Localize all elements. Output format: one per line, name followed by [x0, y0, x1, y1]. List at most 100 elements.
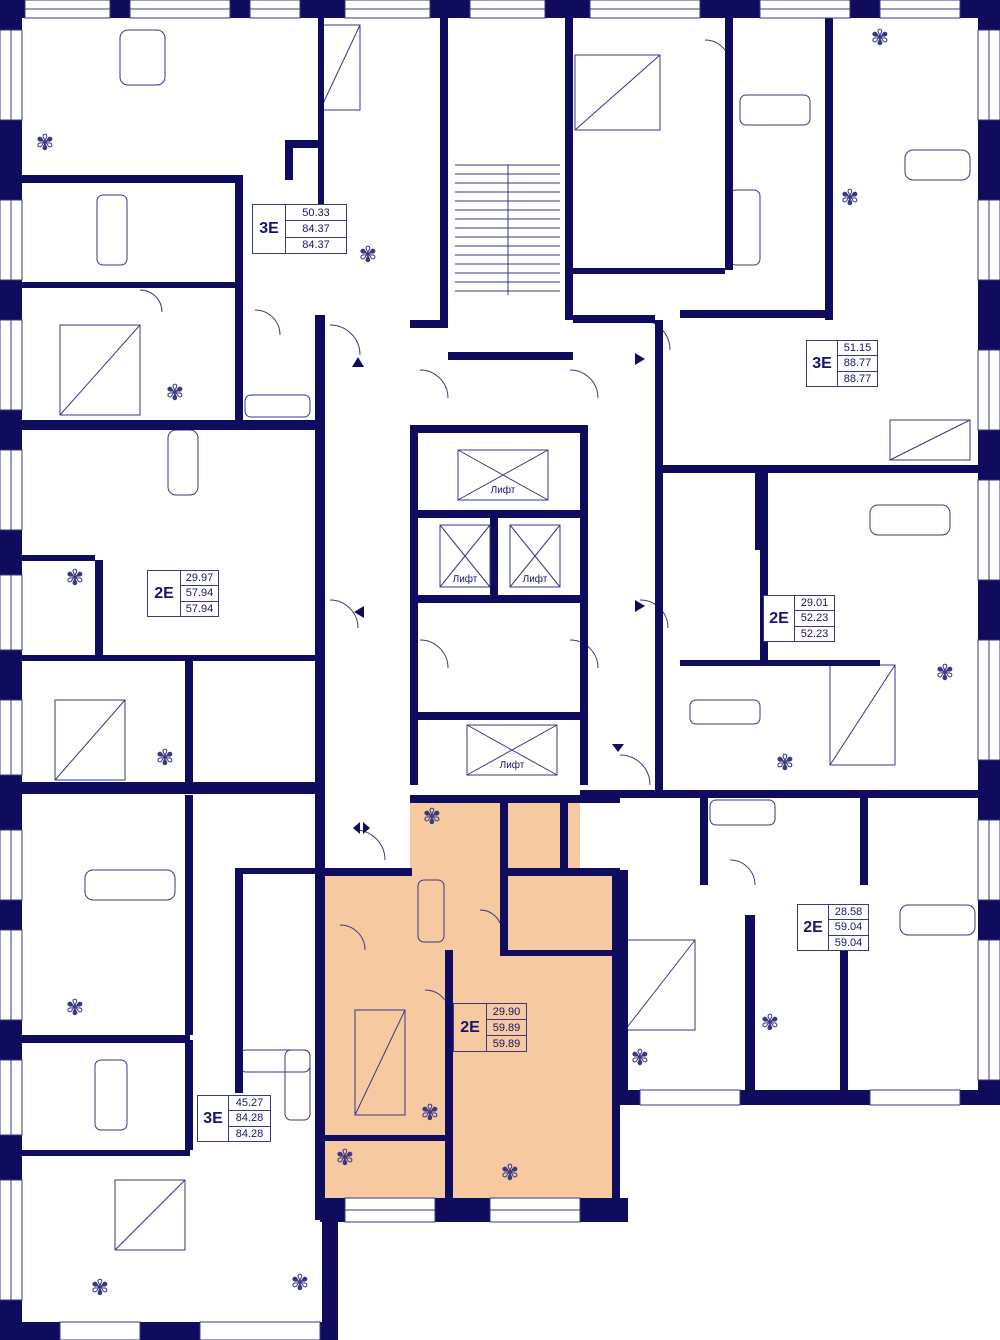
bed-frame — [889, 419, 971, 461]
wall — [860, 795, 868, 885]
wall — [285, 140, 293, 180]
living-area: 45.27 — [229, 1096, 270, 1112]
elevator-cab — [509, 524, 561, 588]
elevator-shaft — [466, 724, 558, 776]
total-area: 57.94 — [181, 586, 218, 602]
window — [129, 0, 231, 19]
bed-icon — [319, 24, 361, 111]
plant-icon: ✾ — [423, 805, 441, 830]
wall — [448, 352, 573, 360]
window — [0, 699, 23, 776]
wall — [0, 655, 320, 661]
dining-table-icon — [899, 904, 976, 936]
window — [344, 0, 431, 19]
plant-icon: ✾ — [936, 661, 954, 686]
wall — [0, 1035, 190, 1043]
dining-table-icon — [84, 869, 176, 901]
wall — [725, 0, 733, 270]
wall — [410, 510, 588, 518]
elevator-shaft — [439, 524, 491, 588]
wall — [410, 425, 588, 433]
wall — [95, 560, 103, 660]
door-swing — [729, 859, 756, 886]
bathtub-icon — [96, 194, 128, 266]
wall — [410, 320, 448, 328]
plant-icon: ✾ — [421, 1101, 439, 1126]
plant-icon: ✾ — [501, 1161, 519, 1186]
door-swing — [329, 324, 361, 356]
wall — [410, 425, 418, 785]
elevator-label: Лифт — [522, 574, 548, 585]
door-swing — [139, 289, 163, 313]
bed-blanket — [829, 664, 896, 766]
window — [759, 0, 851, 19]
bed-icon — [114, 1179, 186, 1251]
wall — [500, 795, 508, 955]
window-frame — [869, 1089, 961, 1106]
door-swing — [419, 369, 449, 399]
wall — [410, 595, 588, 603]
elevator-cab — [457, 449, 549, 501]
wall — [235, 868, 243, 1093]
wall — [185, 1040, 193, 1150]
total-area: 52.23 — [795, 611, 834, 627]
wall — [410, 795, 620, 803]
bed-blanket — [59, 324, 141, 416]
total-area-2: 57.94 — [185, 602, 214, 615]
bathtub-icon — [689, 699, 761, 725]
bed-frame — [354, 1009, 406, 1116]
dining-table-icon — [869, 504, 951, 536]
total-area: 88.77 — [838, 356, 877, 372]
living-area: 29.90 — [487, 1004, 526, 1020]
bed-icon — [354, 1009, 406, 1116]
window — [869, 1089, 961, 1106]
plant-icon: ✾ — [36, 131, 54, 156]
apartment-type: 2E — [454, 1004, 487, 1051]
plant-icon: ✾ — [166, 381, 184, 406]
window — [589, 0, 701, 19]
window — [489, 1197, 581, 1223]
wall — [612, 868, 620, 1208]
bathtub-icon — [244, 394, 311, 418]
window — [0, 929, 23, 1021]
total-area: 59.89 — [487, 1020, 526, 1036]
living-area: 29.01 — [795, 596, 834, 612]
window — [0, 319, 23, 411]
plant-icon: ✾ — [761, 1011, 779, 1036]
wall — [745, 915, 755, 1105]
wall — [315, 315, 325, 1220]
elevator-cross — [457, 449, 549, 501]
door-swing — [419, 639, 449, 669]
door-swing — [639, 599, 669, 629]
window-frame — [199, 1321, 321, 1340]
plant-icon: ✾ — [841, 186, 859, 211]
bed-blanket — [114, 1179, 186, 1251]
window-frame — [59, 1321, 141, 1340]
window — [0, 1179, 23, 1301]
window — [0, 829, 23, 901]
entrance-arrow-icon — [635, 600, 645, 612]
plant-icon: ✾ — [66, 566, 84, 591]
door-swing — [569, 369, 599, 399]
selected-apartment-fill[interactable] — [325, 800, 615, 1198]
window — [0, 1059, 23, 1136]
wall — [0, 555, 95, 561]
window — [977, 199, 1000, 281]
wall — [322, 1135, 447, 1141]
door-swing — [619, 754, 651, 786]
total-area: 84.28 — [229, 1111, 270, 1127]
bathtub-icon — [739, 94, 811, 126]
elevator-shaft — [457, 449, 549, 501]
plant-icon: ✾ — [359, 243, 377, 268]
entrance-arrow-icon — [354, 606, 364, 618]
dining-table-icon — [904, 149, 971, 181]
wall — [655, 465, 978, 473]
